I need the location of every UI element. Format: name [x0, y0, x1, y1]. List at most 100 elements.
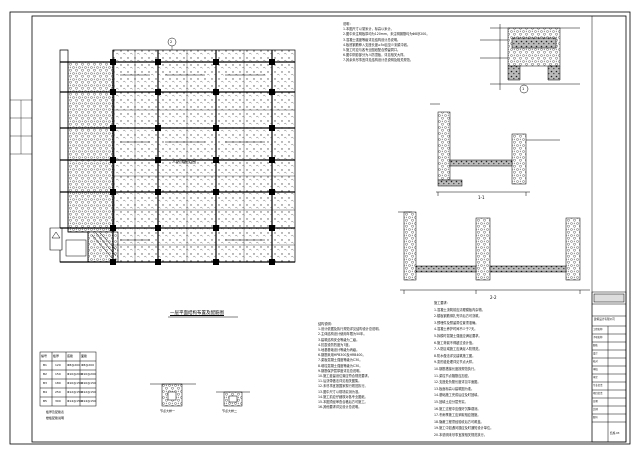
notes-line: 7.梁板混凝土强度等级为C30。	[318, 358, 363, 363]
notes-line: 9.钢筋保护层厚度详见总说明。	[318, 368, 363, 373]
notes-top: 说明： 1.本图尺寸以毫米计，标高以米计。 2.图中未注明板厚均为120mm，未…	[343, 22, 438, 64]
table-cell: 编号	[41, 354, 48, 358]
binding-strip	[10, 99, 32, 155]
section-label-1: 1-1	[478, 195, 485, 200]
notes-line: 18.隐蔽工程须经验收后方可覆盖。	[434, 419, 484, 424]
detail-label-1: 节点大样一	[160, 409, 176, 413]
notes-line: 12.未尽事宜按国家现行规范执行。	[318, 384, 368, 389]
notes-line: 6.钢筋采用HPB300及HRB400。	[318, 353, 366, 358]
title-block-field: 审定	[593, 376, 598, 379]
table-cell: Φ12@150	[67, 390, 82, 394]
table-cell: B4	[43, 390, 47, 394]
notes-line: 12.支座处负筋长度详见平面图。	[434, 380, 481, 385]
table-cell: 150	[55, 372, 61, 376]
notes-top-line: 1.本图尺寸以毫米计，标高以米计。	[343, 27, 394, 32]
detail-label-2: 节点大样二	[222, 409, 238, 413]
title-block-field: 日期	[593, 400, 598, 403]
title-block-company: 建筑设计有限公司	[594, 318, 615, 321]
table-caption: 楼板配筋说明	[46, 416, 65, 420]
table-cell: B2	[43, 372, 47, 376]
notes-top-line: 5.施工时应与各专业图纸配合预留洞口。	[343, 48, 401, 53]
title-block-field: 工程名称	[593, 328, 603, 331]
notes-line: 14.施工前应仔细核对各专业图纸。	[318, 394, 368, 399]
hatch-area-label: 人防顶板范围	[172, 159, 196, 164]
notes-line: 11.梁柱节点箍筋应加密。	[434, 373, 471, 378]
title-block-field: 图号	[593, 416, 598, 419]
title-block-field: 子项名称	[593, 336, 603, 339]
table-cell: Φ12@150	[81, 390, 96, 394]
main-plan-title: 一层平面结构布置及配筋图	[170, 311, 224, 316]
notes-heading: 结构说明：	[318, 322, 334, 326]
section-1-1	[430, 103, 560, 196]
callout-number-1: 1	[522, 87, 525, 91]
notes-line: 5.拆模时混凝土强度应满足要求。	[434, 333, 482, 338]
section-label-2: 2-2	[490, 295, 497, 300]
small-details	[150, 383, 250, 407]
title-block-field: 比例	[593, 408, 598, 411]
notes-line: 14.基础施工完成后应及时回填。	[434, 393, 481, 398]
table-cell: Φ14@150	[67, 399, 82, 403]
notes-line: 9.变形缝处理详见节点大样。	[434, 360, 476, 365]
notes-line: 20.本说明未尽事宜按相关规范执行。	[434, 432, 487, 437]
notes-line: 4.混凝土养护时间不少于7天。	[434, 327, 478, 332]
sheet-number: 结施-03	[610, 432, 620, 435]
table-cell: 底筋	[67, 354, 74, 358]
table-cell: B1	[43, 363, 47, 367]
notes-top-heading: 说明：	[343, 22, 353, 26]
table-cell: 180	[55, 381, 61, 385]
notes-top-line: 7.其余未尽事宜详见结构设计总说明及相关规范。	[343, 58, 413, 63]
table-cell: Φ10@200	[67, 372, 82, 376]
notes-line: 8.墙柱混凝土强度等级为C30。	[318, 363, 363, 368]
notes-top-line: 6.图中阴影部分为人防顶板，详见相关大样。	[343, 53, 407, 58]
table-title: 板厚及配筋表	[46, 410, 65, 414]
notes-line: 5.地基基础设计等级为丙级。	[318, 348, 360, 353]
axis-bubble-number: 2	[170, 40, 173, 44]
title-block-field: 项目负责	[593, 392, 603, 395]
notes-bottom-right: 施工要求： 1.混凝土浇筑前应清理模板内杂物。 2.楼板钢筋绑扎完毕后方可浇筑。…	[434, 300, 584, 438]
notes-bottom-left: 结构说明： 1.设计依据及执行规范详见结构设计总说明。 2.主体结构设计使用年限…	[318, 322, 418, 410]
table-cell: B3	[43, 381, 47, 385]
title-block-field: 专业负责	[593, 384, 603, 387]
title-block-field: 设计	[593, 352, 598, 355]
main-floor-plan	[49, 37, 296, 318]
notes-line: 2.主体结构设计使用年限为50年。	[318, 332, 367, 337]
notes-line: 13.图中尺寸以现场实测为准。	[318, 389, 362, 394]
title-block-field: 审核	[593, 368, 598, 371]
table-cell: 面筋	[81, 354, 88, 358]
title-block-frame	[591, 16, 627, 443]
notes-top-line: 2.图中未注明板厚均为120mm，未注明钢筋均为Φ8@200。	[343, 32, 430, 37]
section-2-2	[398, 211, 590, 294]
table-cell: 板厚	[53, 354, 60, 358]
table-cell: Φ10@150	[81, 381, 96, 385]
notes-line: 19.施工中如遇问题应及时通知设计单位。	[434, 426, 494, 431]
notes-line: 15.回填土应分层夯实。	[434, 399, 468, 404]
title-block-field: 校对	[593, 360, 598, 363]
table-cell: 250	[55, 390, 61, 394]
table-cell: 300	[55, 399, 61, 403]
notes-line: 1.混凝土浇筑前应清理模板内杂物。	[434, 307, 485, 312]
notes-top-line: 4.板底钢筋伸入支座长度≥5d且至少到梁中线。	[343, 42, 411, 47]
table-cell: 120	[55, 363, 61, 367]
legend-table-grid	[39, 351, 97, 407]
notes-line: 16.其他要求详见设计总说明。	[318, 405, 362, 410]
table-cell: Φ10@200	[81, 372, 96, 376]
table-cell: B5	[43, 399, 47, 403]
detail-top-right	[480, 24, 580, 94]
table-cell: Φ8@200	[81, 363, 94, 367]
notes-line: 17.冬雨季施工应采取相应措施。	[434, 413, 481, 418]
title-block-field: 图名	[593, 344, 598, 347]
table-cell: Φ8@200	[67, 363, 80, 367]
table-cell: Φ14@150	[81, 399, 96, 403]
notes-heading: 施工要求：	[434, 301, 450, 305]
notes-line: 6.施工荷载不得超过设计值。	[434, 340, 476, 345]
notes-line: 3.预埋件及预留洞位置须准确。	[434, 320, 479, 325]
notes-line: 10.施工缝留设位置应符合规范要求。	[318, 374, 371, 379]
inner-border	[31, 15, 627, 443]
notes-line: 16.施工过程中应做好沉降观测。	[434, 406, 481, 411]
notes-line: 11.后浇带做法详见相关图集。	[318, 379, 362, 384]
notes-line: 13.板面标高以建筑图为准。	[434, 386, 475, 391]
notes-line: 2.楼板钢筋绑扎完毕后方可浇筑。	[434, 314, 482, 319]
notes-line: 15.本图须经审查合格后方可施工。	[318, 400, 368, 405]
notes-line: 3.建筑结构安全等级为二级。	[318, 337, 360, 342]
